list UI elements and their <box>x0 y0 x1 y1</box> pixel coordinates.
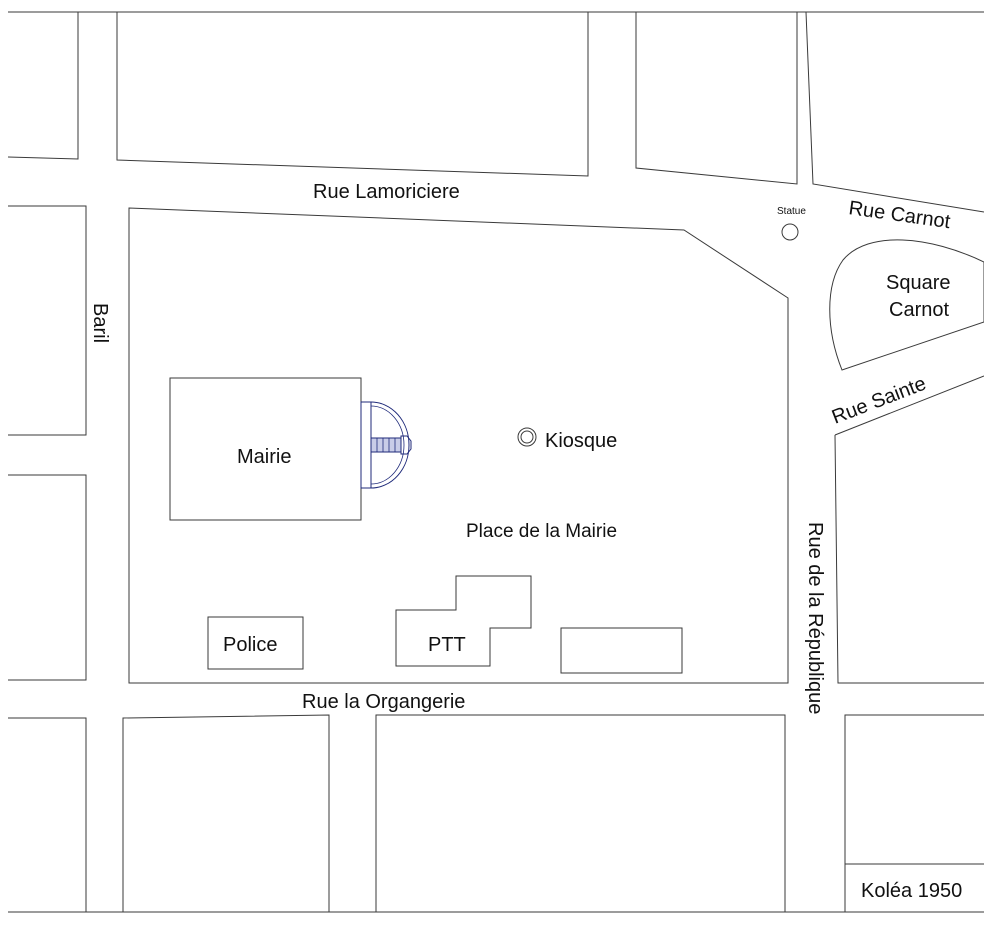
block-top-center <box>116 12 589 177</box>
street-label-rue-carnot: Rue Carnot <box>847 197 952 233</box>
kiosque-outer-ring-icon <box>517 427 537 447</box>
block-left-upper <box>8 205 87 436</box>
block-bottom-2 <box>122 714 330 912</box>
label-ptt: PTT <box>428 634 466 656</box>
stair-landing <box>400 435 412 455</box>
street-label-baril: Baril <box>89 303 111 343</box>
block-place-de-la-mairie <box>128 207 789 684</box>
ptt-building <box>395 575 532 667</box>
label-square-carnot-line2: Carnot <box>889 299 949 321</box>
label-place-de-la-mairie: Place de la Mairie <box>466 521 617 542</box>
stair-dome <box>370 401 410 489</box>
map-caption: Koléa 1950 <box>861 880 962 902</box>
square-carnot <box>829 239 984 371</box>
block-bottom-left <box>8 717 87 912</box>
label-mairie: Mairie <box>237 446 291 468</box>
block-top-right-1 <box>635 12 798 185</box>
label-square-carnot-line1: Square <box>886 272 951 294</box>
block-right-middle <box>834 375 984 436</box>
statue-icon <box>781 223 799 241</box>
block-top-right-2 <box>805 11 984 213</box>
label-kiosque: Kiosque <box>545 430 617 452</box>
label-police: Police <box>223 634 277 656</box>
block-right-middle-edge <box>834 434 984 684</box>
unnamed-building <box>560 627 683 674</box>
street-label-rue-sainte: Rue Sainte <box>829 373 929 429</box>
street-label-rue-la-organgerie: Rue la Organgerie <box>302 691 465 713</box>
stair-frame <box>360 401 372 489</box>
block-bottom-3 <box>375 714 786 912</box>
stair-dome-inner <box>370 405 405 485</box>
police-building <box>207 616 304 670</box>
mairie-stairs <box>360 401 412 489</box>
block-bottom-right <box>844 714 984 912</box>
kiosque-inner-ring-icon <box>520 430 534 444</box>
block-top-left <box>7 12 79 160</box>
label-statue: Statue <box>777 206 806 217</box>
block-left-lower <box>8 474 87 681</box>
stair-steps <box>370 437 402 453</box>
street-label-rue-de-la-republique: Rue de la République <box>804 522 826 714</box>
street-label-rue-lamoriciere: Rue Lamoriciere <box>313 181 460 203</box>
